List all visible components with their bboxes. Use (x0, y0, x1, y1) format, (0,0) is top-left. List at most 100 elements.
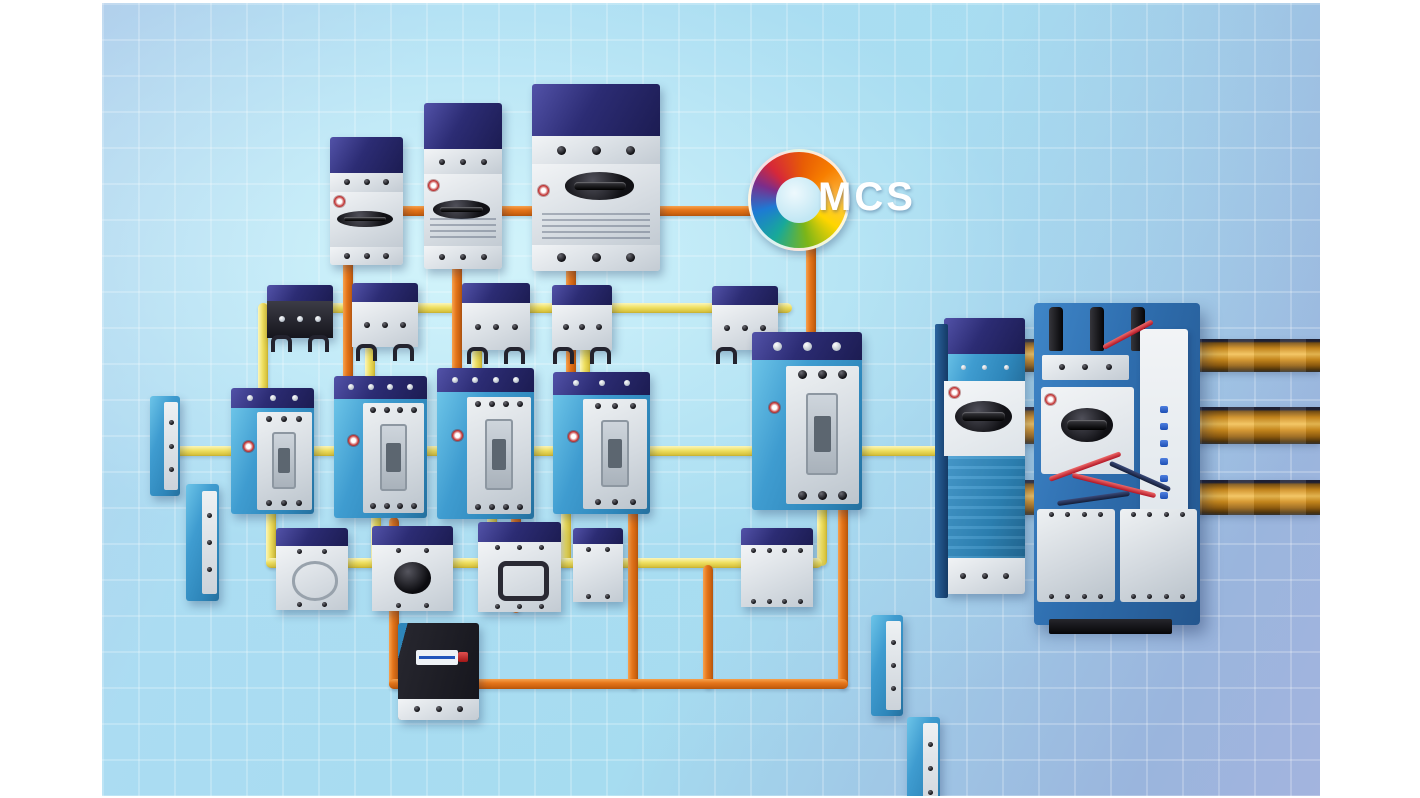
terminal-dot (206, 513, 212, 518)
terminal-dot (891, 686, 897, 692)
terminal-dot (959, 573, 966, 580)
terminal-strip (424, 245, 502, 269)
mpcb-medium (424, 103, 502, 269)
fork-terminal (590, 347, 611, 364)
aux-face (267, 300, 333, 338)
terminal-dot (279, 316, 285, 323)
rotary-knob (337, 210, 393, 228)
terminal-dot (629, 403, 636, 410)
terminal-dot (269, 395, 276, 402)
contactor-top-terminals (553, 372, 650, 395)
allen-bradley-badge (538, 185, 550, 197)
terminal-dot (397, 503, 404, 510)
terminal-dot (1065, 512, 1071, 518)
terminal-dot (460, 254, 466, 261)
terminal-dot (481, 254, 487, 261)
wire-contactor1-drop (266, 503, 276, 567)
terminal-dot (400, 321, 406, 328)
terminal-dot (1082, 364, 1089, 371)
rating-label (430, 217, 496, 243)
terminal-dot (265, 499, 272, 506)
terminal-dot (598, 380, 605, 387)
terminal-dot (383, 503, 390, 510)
terminal-dot (1003, 573, 1010, 580)
terminal-dot (604, 547, 610, 553)
contactor-face (242, 412, 312, 510)
terminal-dots (786, 370, 859, 380)
terminal-dot (572, 380, 579, 387)
starter-body (944, 455, 1025, 559)
relay-label (415, 650, 458, 665)
mcs-logo-ring-hole (775, 176, 823, 224)
terminal-dot (1081, 594, 1087, 600)
terminal-dot (457, 706, 464, 713)
terminal-dot (1147, 594, 1153, 600)
terminal-dot (579, 324, 585, 331)
terminal-dot (586, 594, 592, 599)
interlock-bracket (497, 561, 550, 601)
allen-bradley-badge (333, 196, 345, 208)
wire-breaker1-drop (343, 213, 353, 385)
rotary-knob (955, 400, 1013, 433)
accessory-face (478, 541, 561, 612)
terminal-dot (492, 377, 499, 384)
terminal-dot (891, 639, 897, 645)
terminal-dot (586, 547, 592, 553)
terminal-dot (206, 539, 212, 545)
terminal-dot (1065, 594, 1071, 600)
terminal-dot (296, 549, 302, 555)
allen-bradley-badge (348, 435, 360, 447)
starter-face (944, 381, 1025, 456)
mpcb-face (330, 192, 403, 248)
terminal-dot (802, 341, 812, 351)
aux-block-2 (352, 283, 418, 361)
contactor-body (553, 394, 650, 514)
terminal-dot (495, 604, 500, 609)
terminal-dot (539, 544, 544, 550)
terminal-dot (475, 401, 482, 408)
terminal-dots (786, 491, 859, 500)
contact-carrier-window (380, 424, 408, 491)
fork-terminal (308, 335, 329, 352)
contactor-body (437, 392, 534, 519)
aux-block-4 (552, 285, 612, 364)
terminal-dot (439, 254, 445, 261)
aux-top-cap (352, 283, 418, 303)
terminal-dot (1048, 594, 1054, 600)
terminal-dot (460, 158, 466, 165)
starter-top-cap (944, 318, 1025, 354)
allen-bradley-badge (948, 387, 960, 399)
side-aux-4 (907, 717, 940, 796)
terminal-dot (1130, 512, 1136, 518)
allen-bradley-badge (567, 431, 579, 443)
terminal-dot (382, 321, 388, 328)
terminal-strip (330, 247, 403, 265)
fork-terminal (553, 347, 574, 364)
terminal-dot (472, 377, 479, 384)
assembly-terminals (1042, 354, 1129, 381)
terminal-strip (944, 558, 1025, 594)
side-aux-2 (186, 484, 219, 601)
terminal-dot (772, 341, 782, 351)
wire-bottom-bus (389, 679, 848, 689)
allen-bradley-badge (451, 430, 463, 442)
terminal-dot (594, 403, 601, 410)
terminal-dot (1180, 512, 1186, 518)
terminal-strip (398, 698, 479, 720)
terminal-dot (206, 566, 212, 572)
mcs-logo-ring-icon (748, 149, 850, 251)
terminal-dot (435, 706, 442, 713)
terminal-dots (257, 416, 312, 423)
contactor-face (567, 399, 648, 510)
terminal-dot (1098, 594, 1104, 600)
terminal-dots (363, 503, 424, 510)
terminal-dot (797, 491, 807, 500)
terminal-dot (322, 549, 328, 555)
terminal-dot (370, 503, 377, 510)
terminal-dots (741, 599, 813, 604)
mpcb-top-cap (532, 84, 660, 137)
fork-terminal (504, 347, 525, 364)
terminal-dot (982, 365, 987, 371)
terminal-dot (343, 179, 350, 186)
side-aux-3 (871, 615, 903, 716)
